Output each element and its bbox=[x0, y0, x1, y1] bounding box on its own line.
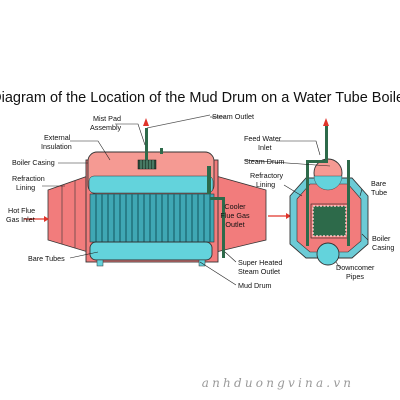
label-boiler-casing-end: Casing bbox=[372, 243, 394, 252]
mud-drum-side bbox=[89, 241, 213, 261]
label-cooler-flue-gas-outlet: Cooler bbox=[224, 202, 246, 211]
diagram-title: Diagram of the Location of the Mud Drum … bbox=[0, 90, 400, 106]
label-bare-tube: Bare bbox=[371, 179, 386, 188]
label-boiler-casing: Boiler Casing bbox=[12, 158, 55, 167]
label-feed-water-inlet: Inlet bbox=[258, 143, 272, 152]
label-bare-tube: Tube bbox=[371, 188, 387, 197]
label-cooler-flue-gas-outlet: Flue Gas bbox=[220, 211, 250, 220]
label-mist-pad: Mist Pad bbox=[93, 114, 121, 123]
label-mist-pad: Assembly bbox=[90, 123, 122, 132]
label-super-heated-steam-outlet: Super Heated bbox=[238, 258, 282, 267]
label-hot-flue-gas-inlet: Hot Flue bbox=[8, 206, 35, 215]
watermark: anhduongvina.vn bbox=[202, 376, 354, 390]
hot-flue-inlet-cone bbox=[47, 175, 89, 253]
label-bare-tubes: Bare Tubes bbox=[28, 254, 65, 263]
label-refractory-lining: Refractory bbox=[250, 171, 284, 180]
label-steam-drum: Steam Drum bbox=[244, 157, 284, 166]
riser-tube bbox=[207, 166, 211, 194]
label-steam-outlet: Steam Outlet bbox=[212, 112, 254, 121]
label-mud-drum: Mud Drum bbox=[238, 281, 272, 290]
end-view-mud-drum bbox=[316, 242, 340, 266]
label-refraction-lining: Refraction bbox=[12, 174, 45, 183]
label-cooler-flue-gas-outlet: Outlet bbox=[225, 220, 244, 229]
label-super-heated-steam-outlet: Steam Outlet bbox=[238, 267, 280, 276]
boiler-side-view bbox=[47, 151, 267, 267]
steam-drum-water bbox=[88, 175, 214, 194]
label-refractory-lining: Lining bbox=[256, 180, 275, 189]
boiler-end-view bbox=[289, 118, 369, 266]
label-hot-flue-gas-inlet: Gas Inlet bbox=[6, 215, 35, 224]
label-feed-water-inlet: Feed Water bbox=[244, 134, 282, 143]
steam-outlet-piping bbox=[143, 114, 225, 258]
label-refraction-lining: Lining bbox=[16, 183, 35, 192]
bare-tube-bank bbox=[89, 193, 215, 243]
label-downcomer-pipes: Pipes bbox=[346, 272, 364, 281]
label-external-insulation: External bbox=[44, 133, 71, 142]
label-boiler-casing-end: Boiler bbox=[372, 234, 391, 243]
label-external-insulation: Insulation bbox=[41, 142, 72, 151]
label-downcomer-pipes: Downcomer bbox=[336, 263, 375, 272]
